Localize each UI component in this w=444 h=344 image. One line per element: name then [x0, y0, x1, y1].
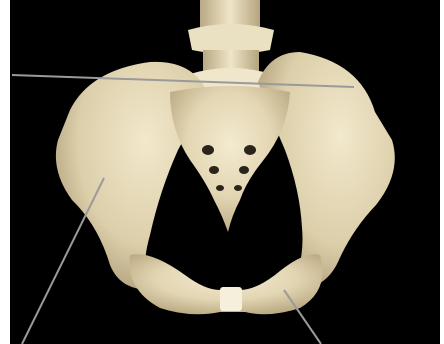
leader-line-hip-bone [22, 178, 104, 344]
sacrum [170, 86, 290, 232]
pubic-symphysis [220, 287, 242, 311]
right-iliac-wing [258, 52, 395, 292]
